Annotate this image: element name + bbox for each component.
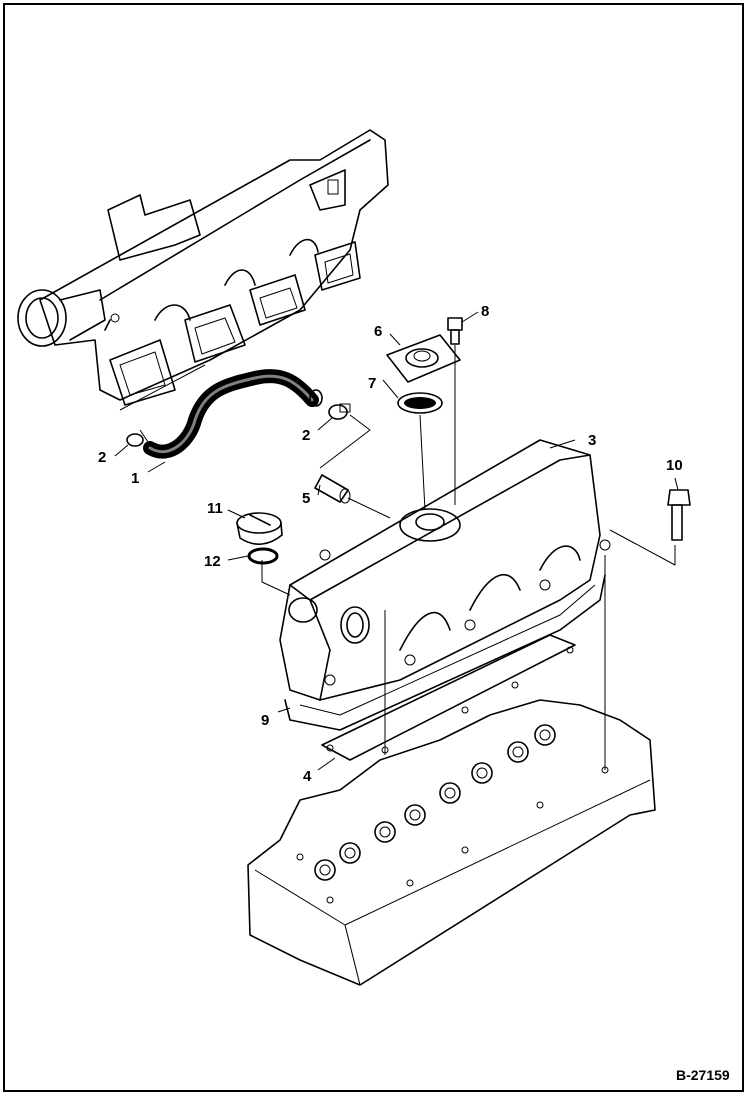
leader-lines <box>114 311 679 771</box>
callout-3: 3 <box>588 432 596 449</box>
callout-2-left: 2 <box>98 449 106 466</box>
callout-labels: 1 2 2 3 4 5 6 7 8 9 10 11 12 <box>98 303 683 785</box>
valve-cover-icon <box>279 439 611 731</box>
callout-11: 11 <box>207 500 223 517</box>
cylinder-head-icon <box>247 699 656 986</box>
callout-8: 8 <box>481 303 489 320</box>
valve-cover-gasket-icon <box>321 634 576 761</box>
bolt-icon <box>447 317 691 541</box>
diagram-frame <box>3 3 744 1092</box>
thermostat-cover-icon <box>386 334 461 383</box>
callout-10: 10 <box>666 457 683 474</box>
callout-7: 7 <box>368 375 376 392</box>
oil-filler-cap-icon <box>236 512 283 545</box>
callout-12: 12 <box>204 553 221 570</box>
callout-6: 6 <box>374 323 382 340</box>
intake-manifold-icon <box>17 129 389 406</box>
callout-4: 4 <box>303 768 312 785</box>
figure-reference: B-27159 <box>676 1067 730 1083</box>
callout-2-right: 2 <box>302 427 310 444</box>
callout-5: 5 <box>302 490 310 507</box>
thermostat-icon <box>397 392 443 414</box>
o-ring-icon <box>247 547 279 565</box>
hose-clamp-icon <box>126 403 351 447</box>
breather-hose-icon <box>143 369 323 459</box>
callout-9: 9 <box>261 712 269 729</box>
callout-1: 1 <box>131 470 139 487</box>
tube-icon <box>314 474 351 504</box>
